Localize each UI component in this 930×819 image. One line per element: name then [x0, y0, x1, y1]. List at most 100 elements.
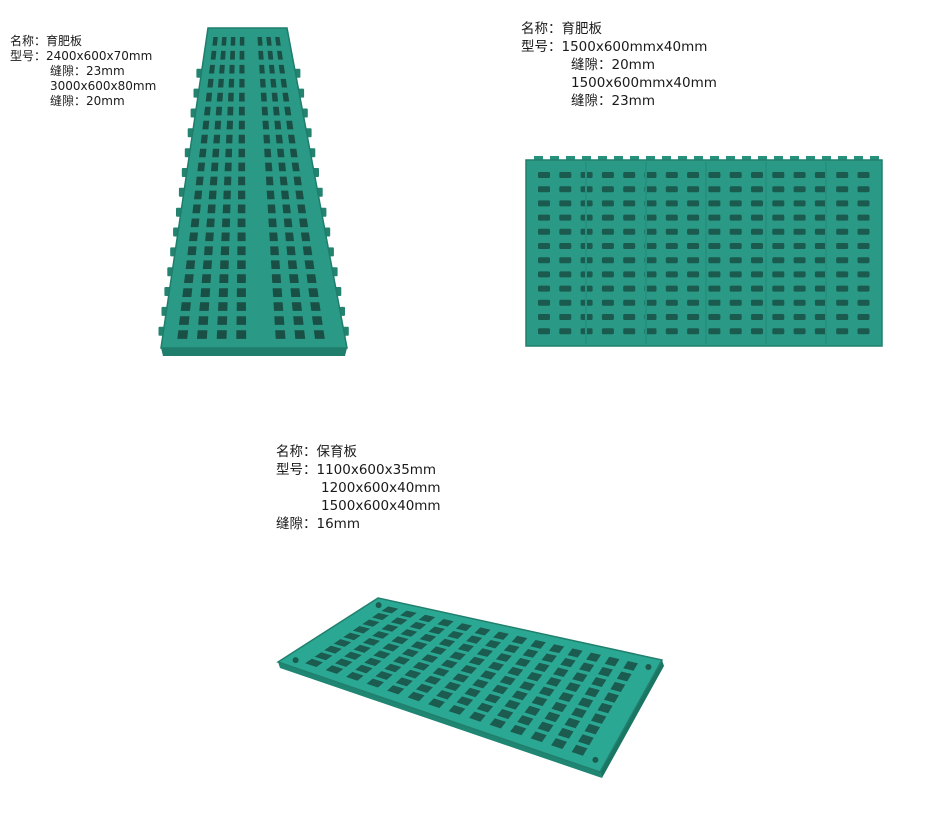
slat-hole [238, 176, 246, 186]
slat-hole [444, 681, 461, 691]
slat-hole [559, 285, 572, 292]
slat-hole [275, 330, 286, 339]
model-value: 1500x600mmx40mm [571, 75, 717, 91]
slat-hole [289, 274, 299, 283]
slat-hole [729, 314, 742, 320]
slat-hole [772, 299, 785, 306]
slat-hole [220, 50, 226, 60]
slat-hole [204, 106, 211, 116]
slat-hole [259, 64, 265, 74]
model-value: 1500x600mmx40mm [561, 39, 708, 55]
slat-hole [364, 657, 382, 667]
slat-hole [391, 636, 409, 645]
green-slat-floor-wide-icon [525, 156, 883, 347]
slat-hole [597, 702, 613, 714]
slat-hole [708, 172, 721, 178]
slat-hole [220, 246, 230, 256]
gap-value: 缝隙：23mm [50, 64, 125, 78]
slat-hole [687, 200, 700, 207]
slat-hole [601, 257, 614, 264]
slat-hole [273, 302, 284, 311]
slat-hole [267, 50, 274, 60]
slat-hole [751, 285, 763, 292]
slat-hole [623, 172, 636, 178]
slat-hole [793, 314, 806, 320]
slat-hole [275, 37, 281, 46]
slat-hole [224, 162, 232, 172]
slat-hole [519, 681, 536, 691]
slat-hole [644, 257, 657, 264]
model-value: 2400x600x70mm [46, 49, 153, 63]
slat-hole [511, 690, 528, 701]
slat-hole [793, 299, 806, 306]
slat-hole [263, 134, 271, 144]
slat-hole [236, 302, 246, 311]
slat-hole [579, 662, 595, 672]
corner-hole [645, 664, 652, 670]
slat-hole [729, 257, 742, 264]
slat-hole [290, 288, 301, 297]
slat-hole [476, 648, 493, 657]
product-3-gap-row: 缝隙： 16mm [276, 515, 441, 533]
slat-hole [836, 214, 849, 221]
slat-hole [197, 330, 208, 339]
slat-hole [271, 92, 279, 102]
slat-hole [836, 243, 849, 249]
slat-hole [644, 200, 657, 207]
slat-hole [194, 190, 203, 200]
slat-hole [559, 271, 572, 278]
slat-hole [515, 657, 531, 667]
slat-hole [814, 285, 827, 292]
slat-hole [604, 656, 620, 667]
slat-hole [472, 679, 489, 689]
name-label: 名称： [521, 21, 562, 37]
slat-hole [665, 243, 678, 249]
slat-hole [400, 629, 418, 637]
slat-hole [199, 302, 210, 311]
model-label: 型号： [521, 39, 562, 55]
corner-hole [292, 657, 299, 664]
slat-hole [772, 243, 785, 249]
slat-hole [729, 228, 742, 235]
slat-hole [436, 690, 453, 700]
slat-hole [226, 134, 233, 144]
slat-hole [814, 200, 827, 207]
slat-hole [225, 148, 233, 158]
slat-hole [687, 328, 700, 335]
slat-hole [289, 148, 298, 158]
slat-hole [355, 664, 373, 674]
slat-hole [468, 656, 485, 666]
slat-hole [286, 120, 294, 130]
slat-hole [180, 302, 191, 311]
slat-hole [302, 246, 313, 256]
slat-hole [559, 314, 572, 320]
slat-hole [372, 612, 389, 621]
slat-hole [228, 78, 235, 88]
gap-label: 缝隙： [276, 516, 317, 532]
slat-hole [204, 246, 213, 256]
slat-hole [267, 204, 276, 214]
slat-hole [218, 78, 224, 88]
slat-hole [269, 64, 275, 74]
slat-hole [230, 50, 235, 60]
slat-hole [591, 677, 607, 687]
corner-hole [375, 602, 382, 609]
slat-hole [195, 176, 204, 186]
slat-hole [772, 186, 785, 193]
slat-hole [665, 172, 678, 178]
slat-hole [492, 684, 509, 695]
slat-hole [538, 257, 550, 264]
slat-hole [212, 37, 218, 46]
slat-hole [623, 186, 636, 193]
slat-hole [271, 274, 282, 283]
slat-hole [708, 228, 721, 235]
model-label: 型号： [10, 49, 47, 63]
slat-hole [438, 638, 456, 647]
slat-hole [221, 37, 227, 46]
slat-hole [687, 299, 700, 306]
slat-hole [559, 186, 572, 193]
slat-hole [517, 715, 534, 726]
slat-hole [601, 328, 614, 335]
slat-hole [793, 271, 806, 278]
slat-hole [601, 299, 614, 306]
